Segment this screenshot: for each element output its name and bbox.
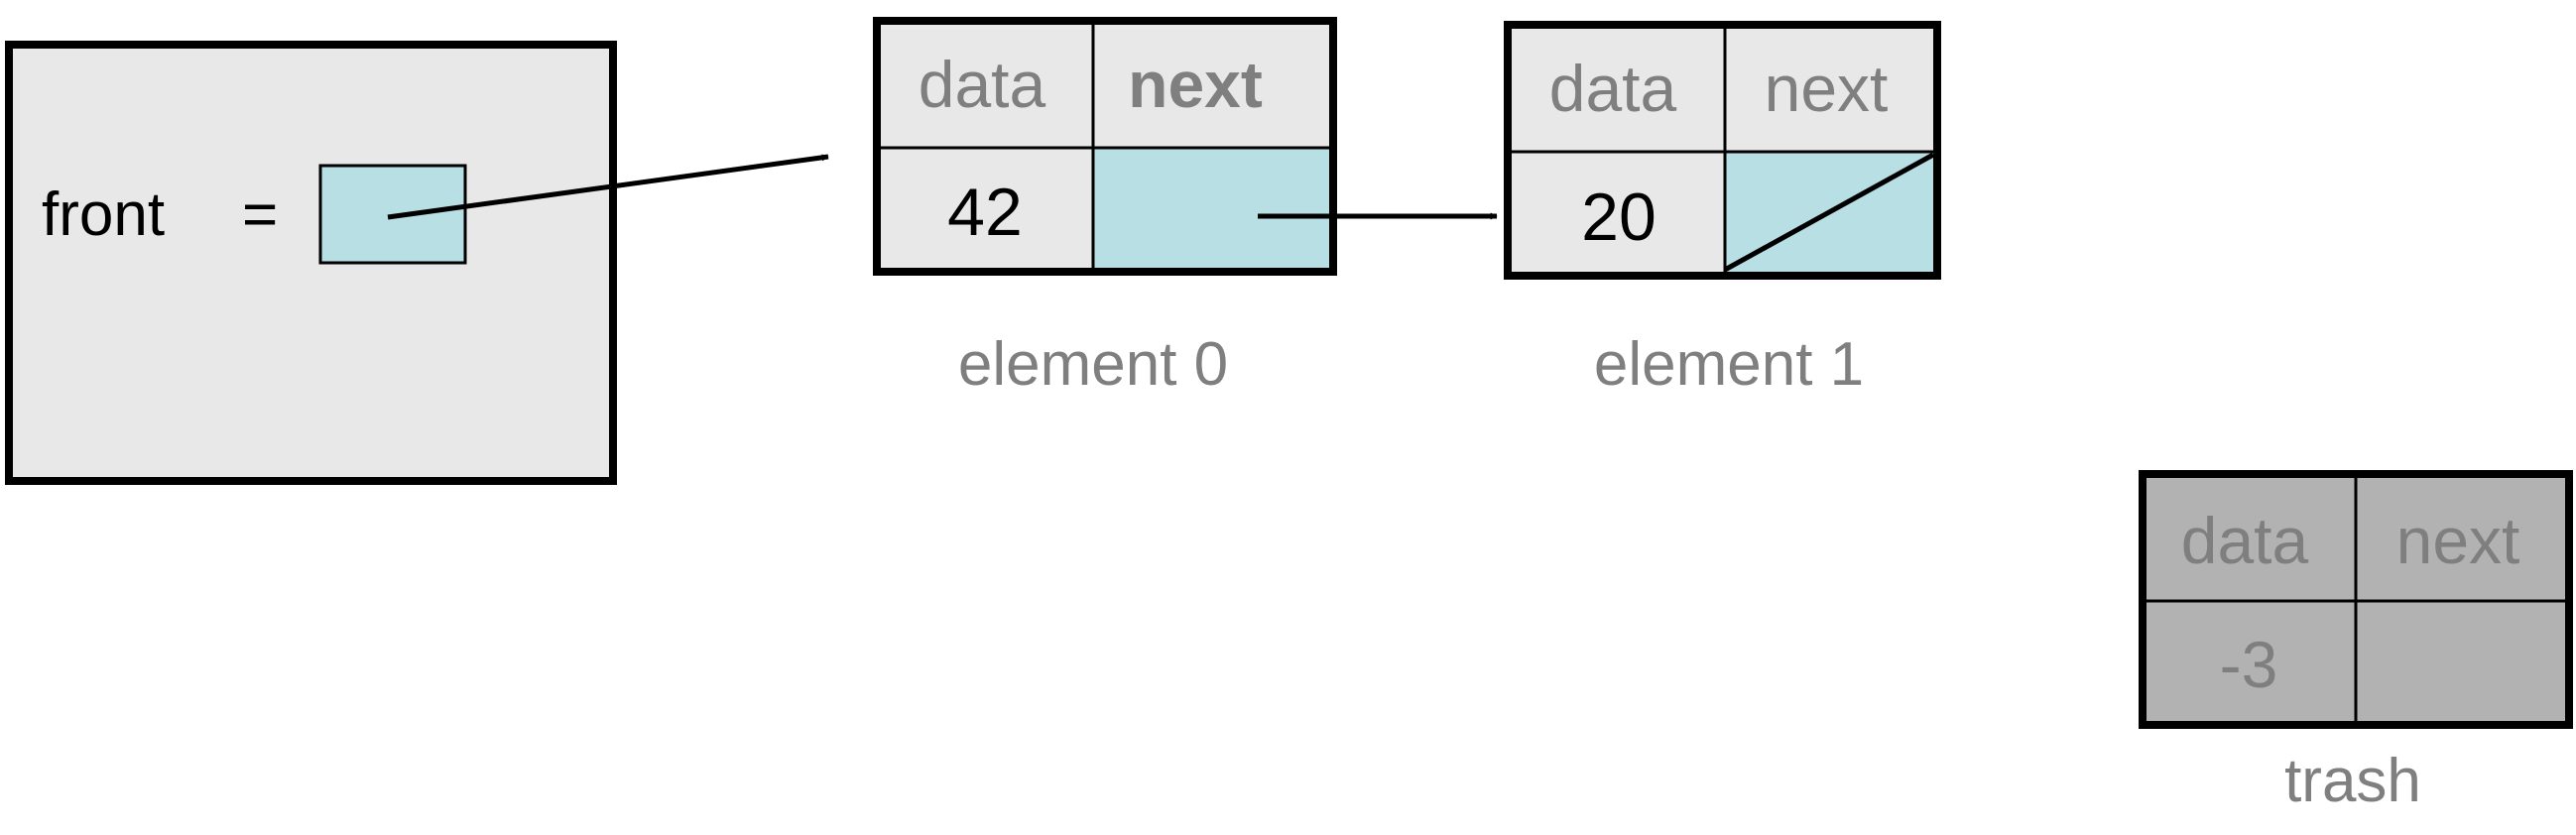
node-element-1: data next 20 element 1: [1504, 21, 1941, 399]
trash-data-header: data: [2181, 504, 2309, 577]
node-1-data-value: 20: [1581, 179, 1656, 255]
front-pointer-arrow: [387, 154, 829, 220]
node-0-border-overlay: [873, 17, 1337, 276]
node-1-null-slash: [1723, 152, 1935, 273]
node-0-next-header: next: [1128, 48, 1263, 121]
trash-caption: trash: [2284, 747, 2421, 815]
node-0-next-cell: [1093, 148, 1333, 272]
node-0-caption: element 0: [958, 330, 1228, 399]
node-1-caption: element 1: [1594, 330, 1864, 399]
node-1-data-header: data: [1549, 52, 1677, 125]
trash-data-value: -3: [2220, 628, 2278, 701]
node-1-next-header: next: [1765, 52, 1889, 125]
node-0-data-value: 42: [947, 175, 1023, 250]
variable-frame-box: [5, 41, 617, 485]
trash-node: data next -3 trash: [2139, 470, 2573, 815]
node-element-0: data next 42 element 0: [873, 17, 1337, 399]
variable-equals-label: =: [242, 180, 278, 249]
node-1-border-overlay: [1504, 21, 1941, 280]
variable-name-label: front: [42, 180, 165, 249]
trash-next-header: next: [2396, 504, 2520, 577]
node-0-data-header: data: [919, 48, 1046, 121]
variable-frame: front =: [5, 41, 617, 485]
